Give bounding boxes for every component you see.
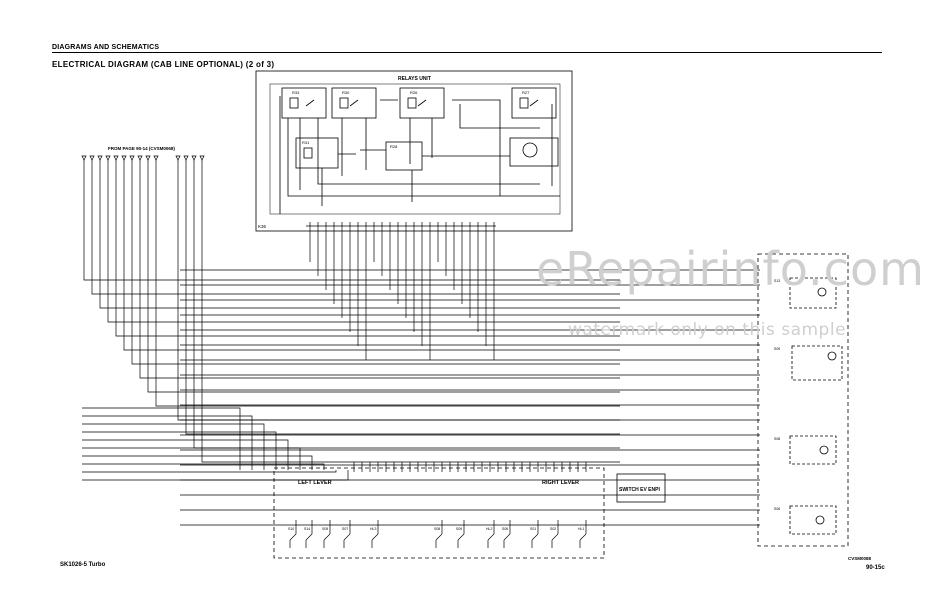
left-switch-label: HL3 — [370, 527, 376, 531]
relay-r33-label: R33 — [292, 90, 300, 95]
lamp-label: S13 — [774, 279, 780, 283]
lever-switch — [579, 520, 587, 548]
input-arrow — [129, 155, 135, 161]
relays-unit-label: RELAYS UNIT — [398, 76, 431, 82]
lever-switch — [531, 520, 539, 548]
right-switch-label: S02 — [550, 527, 556, 531]
input-arrow — [145, 155, 151, 161]
right-switch-label: HL2 — [486, 527, 492, 531]
relay-k-box — [509, 137, 559, 167]
lever-switch — [289, 520, 297, 548]
left-input-wire — [82, 407, 241, 470]
lamp-label: S08 — [774, 437, 780, 441]
input-wire — [147, 160, 620, 393]
left-input-wire — [82, 470, 349, 481]
relay-r30-box — [331, 87, 377, 119]
input-wire — [139, 160, 620, 379]
input-arrow — [175, 155, 181, 161]
input-wire — [131, 160, 620, 365]
lever-switch — [343, 520, 351, 548]
relay-r27-label: R27 — [522, 90, 530, 95]
input-arrow — [105, 155, 111, 161]
relay-r30-label: R30 — [342, 90, 350, 95]
input-wire — [83, 160, 620, 281]
switch-ev-enpi-box — [616, 473, 666, 503]
left-switch-label: S10 — [288, 527, 294, 531]
input-arrow — [199, 155, 205, 161]
left-input-wire — [82, 423, 265, 470]
relays-unit-box — [255, 70, 573, 232]
relay-r26-box — [399, 87, 445, 119]
lamp-label: S09 — [774, 347, 780, 351]
relay-r26-label: R26 — [410, 90, 418, 95]
input-arrow — [97, 155, 103, 161]
input-wire — [201, 160, 620, 463]
input-wire — [115, 160, 620, 337]
input-wire — [155, 160, 620, 407]
right-switch-label: S06 — [502, 527, 508, 531]
relay-r31-label: R31 — [302, 140, 310, 145]
lever-switch — [551, 520, 559, 548]
left-input-wire — [82, 455, 313, 470]
footer-page-number: 90-15c — [866, 565, 885, 571]
switch-ev-enpi-label: SWITCH EV ENPI — [619, 487, 660, 493]
section-header: DIAGRAMS AND SCHEMATICS — [52, 44, 160, 51]
lamp-panel-dashed-box — [757, 253, 849, 547]
relay-r28-label: R28 — [390, 144, 398, 149]
input-arrow — [89, 155, 95, 161]
from-page-label: FROM PAGE 90-14 (CVSM0068) — [108, 146, 175, 151]
lever-switch — [323, 520, 331, 548]
left-switch-label: S05 — [322, 527, 328, 531]
lever-switch — [435, 520, 443, 548]
relay-r31-box — [295, 137, 339, 169]
input-wire — [123, 160, 620, 351]
input-wire — [107, 160, 620, 323]
input-arrow — [183, 155, 189, 161]
right-switch-label: HL1 — [578, 527, 584, 531]
right-switch-label: S08 — [434, 527, 440, 531]
lever-switch — [371, 520, 379, 548]
footer-model: SK1026-5 Turbo — [60, 562, 106, 568]
input-arrow — [137, 155, 143, 161]
diagram-title: ELECTRICAL DIAGRAM (CAB LINE OPTIONAL) (… — [52, 60, 275, 69]
left-lever-label: LEFT LEVER — [298, 480, 332, 486]
relay-r33-box — [281, 87, 327, 119]
input-arrow — [113, 155, 119, 161]
lever-switch — [457, 520, 465, 548]
left-input-wire — [82, 470, 337, 473]
input-arrow — [121, 155, 127, 161]
connector-label: K36 — [258, 224, 267, 229]
left-input-wire — [82, 447, 301, 470]
footer-code: CVSM0088 — [848, 556, 872, 561]
input-arrow — [191, 155, 197, 161]
input-wire — [99, 160, 620, 309]
right-switch-label: S01 — [530, 527, 536, 531]
right-switch-label: S09 — [456, 527, 462, 531]
input-arrow — [153, 155, 159, 161]
left-input-wire — [82, 439, 289, 470]
input-wire — [91, 160, 620, 295]
left-input-wire — [82, 415, 253, 470]
right-lever-label: RIGHT LEVER — [542, 480, 579, 486]
left-switch-label: S07 — [342, 527, 348, 531]
lamp-label: S06 — [774, 507, 780, 511]
header-divider — [52, 52, 882, 53]
input-wire — [185, 160, 620, 435]
left-input-wire — [82, 431, 277, 470]
levers-dashed-box — [273, 467, 605, 559]
input-wire — [177, 160, 620, 421]
lever-switch — [305, 520, 313, 548]
relay-r27-box — [511, 87, 557, 119]
input-arrow — [81, 155, 87, 161]
lever-switch — [487, 520, 495, 548]
lever-switch — [503, 520, 511, 548]
left-switch-label: S14 — [304, 527, 310, 531]
